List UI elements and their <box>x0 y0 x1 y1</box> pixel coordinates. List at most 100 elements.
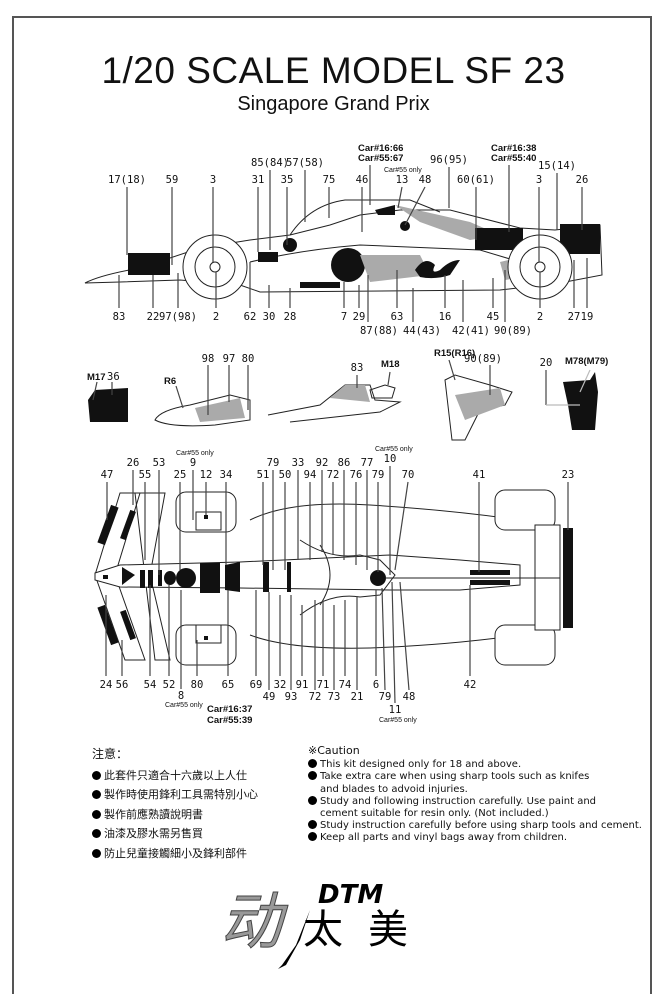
rear-wheel-top <box>494 489 556 531</box>
side-label: 16 <box>439 311 452 323</box>
detail-view-3: 83 M18 <box>267 359 402 423</box>
side-label: 87(88) <box>360 325 398 337</box>
caution-chinese-heading: 注意： <box>92 747 129 761</box>
leader-line <box>381 587 386 691</box>
leader-line <box>391 581 396 704</box>
side-label: 45 <box>487 311 500 323</box>
side-label: 27 <box>568 311 581 323</box>
svg-text:36: 36 <box>107 371 120 383</box>
side-label: 13 <box>396 174 409 186</box>
top-label: 10 <box>384 453 397 465</box>
logo-brand-text: DTM <box>318 880 383 910</box>
page-frame <box>12 16 652 994</box>
caution-chinese-item: 製作前應熟讀說明書 <box>92 805 258 825</box>
top-label: 92 <box>316 457 329 469</box>
detail-view-4: R15(R16) 90(89) <box>434 348 513 441</box>
side-label: 75 <box>323 174 336 186</box>
car-number-note: Car#16:37 <box>207 704 252 715</box>
top-label: 70 <box>402 469 415 481</box>
car-number-note: Car#55:40 <box>491 153 536 164</box>
detail-view-1: M17 36 <box>87 371 128 422</box>
top-label: 79 <box>267 457 280 469</box>
svg-text:R6: R6 <box>164 376 176 387</box>
logo-char: 太 <box>303 907 343 953</box>
side-label: 90(89) <box>494 325 532 337</box>
top-label: 49 <box>263 691 276 703</box>
bullet-icon <box>308 771 317 781</box>
side-label: 29 <box>353 311 366 323</box>
top-label: 79 <box>379 691 392 703</box>
car-number-note: Car#55:67 <box>358 153 403 164</box>
top-label: 50 <box>279 469 292 481</box>
leader-line <box>399 581 410 691</box>
caution-chinese-item: 製作時使用鋒利工具需特別小心 <box>92 785 258 805</box>
top-label: 21 <box>351 691 364 703</box>
top-view-diagram <box>94 489 573 666</box>
caution-chinese-item: 此套件只適合十六歲以上人仕 <box>92 766 258 786</box>
detail-view-5: 20 M78(M79) <box>540 356 608 430</box>
side-label: 7 <box>341 311 347 323</box>
side-label: 60(61) <box>457 174 495 186</box>
rear-wing-decal-top <box>563 528 573 628</box>
top-label: 56 <box>116 679 129 691</box>
bullet-icon <box>308 832 317 842</box>
side-label: 48 <box>419 174 432 186</box>
side-label: 97(98) <box>159 311 197 323</box>
svg-text:97: 97 <box>223 353 236 365</box>
caution-chinese-item: 油漆及膠水需另售買 <box>92 824 258 844</box>
top-label: 8 <box>178 690 184 702</box>
caution-english-item: Study instruction carefully before using… <box>308 820 642 832</box>
svg-text:98: 98 <box>202 353 215 365</box>
top-label: 55 <box>139 469 152 481</box>
caution-english-item: Take extra care when using sharp tools s… <box>308 771 642 795</box>
side-label: 44(43) <box>403 325 441 337</box>
top-label: 73 <box>328 691 341 703</box>
top-label: 25 <box>174 469 187 481</box>
leader-lines <box>105 466 569 704</box>
caution-english-heading: ※Caution <box>308 744 360 757</box>
nose-decal <box>128 253 170 275</box>
leader-line <box>397 186 403 209</box>
car-number-note: Car#16:38 <box>491 143 536 154</box>
page-subtitle: Singapore Grand Prix <box>237 93 430 115</box>
rear-sidepod-decal <box>475 228 523 250</box>
bullet-icon <box>308 759 317 769</box>
svg-text:83: 83 <box>351 362 364 374</box>
front-wheel <box>182 234 248 300</box>
page-title: 1/20 SCALE MODEL SF 23 <box>101 50 566 91</box>
top-label: 12 <box>200 469 213 481</box>
detail-view-2: R6 98 97 80 <box>154 353 254 427</box>
top-label: 6 <box>373 679 379 691</box>
side-label: 19 <box>581 311 594 323</box>
top-label: 33 <box>292 457 305 469</box>
top-label: 72 <box>309 691 322 703</box>
top-label: 86 <box>338 457 351 469</box>
car-number-note: Car#55:39 <box>207 715 252 726</box>
side-label: 59 <box>166 174 179 186</box>
top-label: 91 <box>296 679 309 691</box>
side-label: 2 <box>213 311 219 323</box>
top-label: 74 <box>339 679 352 691</box>
leader-line <box>394 481 409 571</box>
top-label: 34 <box>220 469 233 481</box>
side-label: 85(84) <box>251 157 289 169</box>
top-label: 69 <box>250 679 263 691</box>
top-label: 24 <box>100 679 113 691</box>
side-label: 30 <box>263 311 276 323</box>
brand-logo: 动 DTM 太 美 <box>220 880 408 969</box>
svg-text:R15(R16): R15(R16) <box>434 348 475 359</box>
side-label: 22 <box>147 311 160 323</box>
side-label: 3 <box>210 174 216 186</box>
side-label: 83 <box>113 311 126 323</box>
side-label: 17(18) <box>108 174 146 186</box>
top-label: 52 <box>163 679 176 691</box>
caution-english-item: Study and following instruction carefull… <box>308 795 642 820</box>
bullet-icon <box>92 809 101 819</box>
side-view-diagram <box>84 165 603 322</box>
caution-chinese-item: 防止兒童接觸細小及鋒利部件 <box>92 844 258 864</box>
logo-char: 美 <box>368 907 408 953</box>
side-label: 35 <box>281 174 294 186</box>
instruction-diagrams: 17(18) 59 3 31 85(84) 35 57(58) 75 Car#1… <box>84 143 608 726</box>
caution-english-item: This kit designed only for 18 and above. <box>308 759 642 771</box>
car-number-note: Car#16:66 <box>358 143 403 154</box>
